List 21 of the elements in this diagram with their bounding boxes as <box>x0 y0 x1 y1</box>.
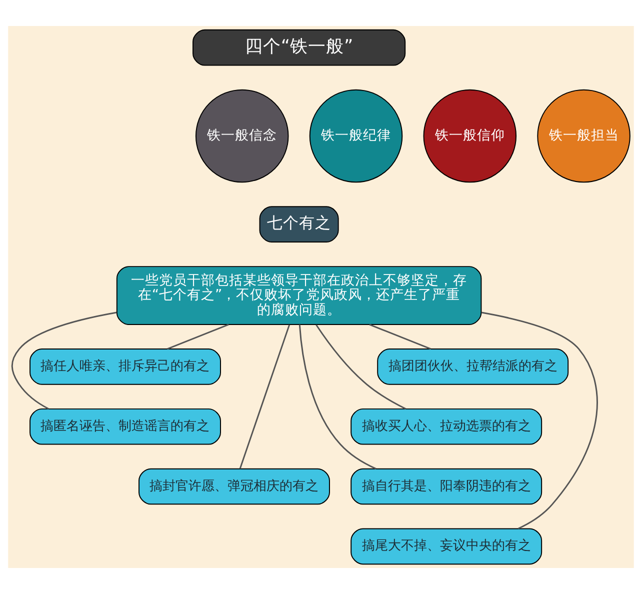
node-circle: 铁一般担当 <box>537 88 630 182</box>
connector <box>239 324 290 468</box>
node-box: 四个“铁一般” <box>192 28 406 66</box>
connector <box>369 323 432 350</box>
node-box: 搞团团伙伙、拉帮结派的有之 <box>377 348 569 384</box>
node-box: 一些党员干部包括某些领导干部在政治上不够坚定，存在“七个有之”，不仅败坏了党风政风，还产生了严重的腐败问题。 <box>116 266 482 324</box>
node-box: 七个有之 <box>259 206 339 242</box>
node-box: 搞收买人心、拉动选票的有之 <box>350 408 542 444</box>
node-box: 搞尾大不掉、妄议中央的有之 <box>350 528 542 564</box>
node-box: 搞自行其是、阳奉阴违的有之 <box>350 468 542 504</box>
node-circle: 铁一般信念 <box>195 88 289 182</box>
node-box: 搞匿名诬告、制造谣言的有之 <box>30 408 221 444</box>
connector <box>298 324 376 469</box>
node-box: 搞封官许愿、弹冠相庆的有之 <box>138 468 330 504</box>
node-circle: 铁一般纪律 <box>309 88 403 182</box>
connector <box>316 324 406 410</box>
node-box: 搞任人唯亲、排斥异己的有之 <box>30 348 221 384</box>
connector <box>11 311 117 409</box>
node-circle: 铁一般信仰 <box>423 88 517 182</box>
connector <box>481 311 598 529</box>
connector <box>167 323 229 350</box>
